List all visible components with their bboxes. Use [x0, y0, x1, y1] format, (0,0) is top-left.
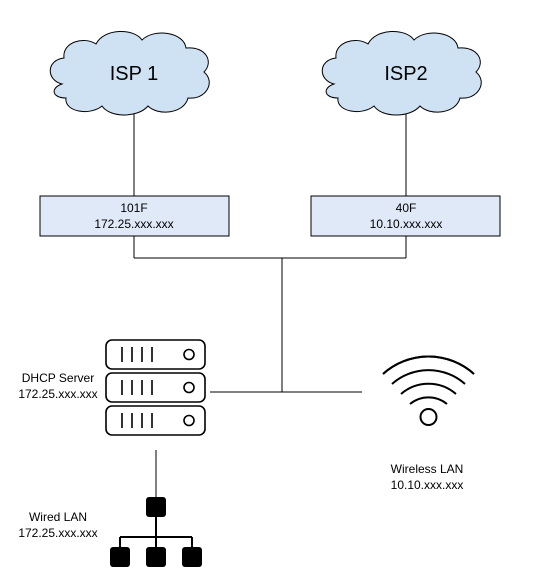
- cloud-icon: [49, 31, 210, 116]
- firewall-101f: 101F 172.25.xxx.xxx: [39, 195, 230, 237]
- isp1-cloud: ISP 1: [49, 31, 210, 116]
- dhcp-server-label: DHCP Server: [22, 371, 94, 385]
- firewall-101f-box: [39, 195, 230, 237]
- wired-lan-ip: 172.25.xxx.xxx: [18, 526, 97, 540]
- cloud-icon: [321, 31, 482, 116]
- isp2-label: ISP2: [384, 63, 427, 85]
- isp1-label: ISP 1: [110, 63, 159, 85]
- dhcp-server-ip: 172.25.xxx.xxx: [18, 387, 97, 401]
- wifi-icon: [382, 355, 475, 426]
- wireless-lan-label: Wireless LAN: [391, 462, 464, 476]
- firewall-101f-name: 101F: [120, 201, 147, 215]
- isp2-cloud: ISP2: [321, 31, 482, 116]
- firewall-40f-box: [310, 195, 501, 237]
- network-tree-icon: [110, 497, 202, 567]
- firewall-40f-ip: 10.10.xxx.xxx: [370, 217, 443, 231]
- wired-lan-label: Wired LAN: [29, 510, 87, 524]
- server-rack-icon: [105, 339, 206, 436]
- wireless-lan-ip: 10.10.xxx.xxx: [391, 478, 464, 492]
- connection-lines: [133, 110, 407, 498]
- firewall-101f-ip: 172.25.xxx.xxx: [94, 217, 173, 231]
- firewall-40f: 40F 10.10.xxx.xxx: [310, 195, 501, 237]
- firewall-40f-name: 40F: [396, 201, 417, 215]
